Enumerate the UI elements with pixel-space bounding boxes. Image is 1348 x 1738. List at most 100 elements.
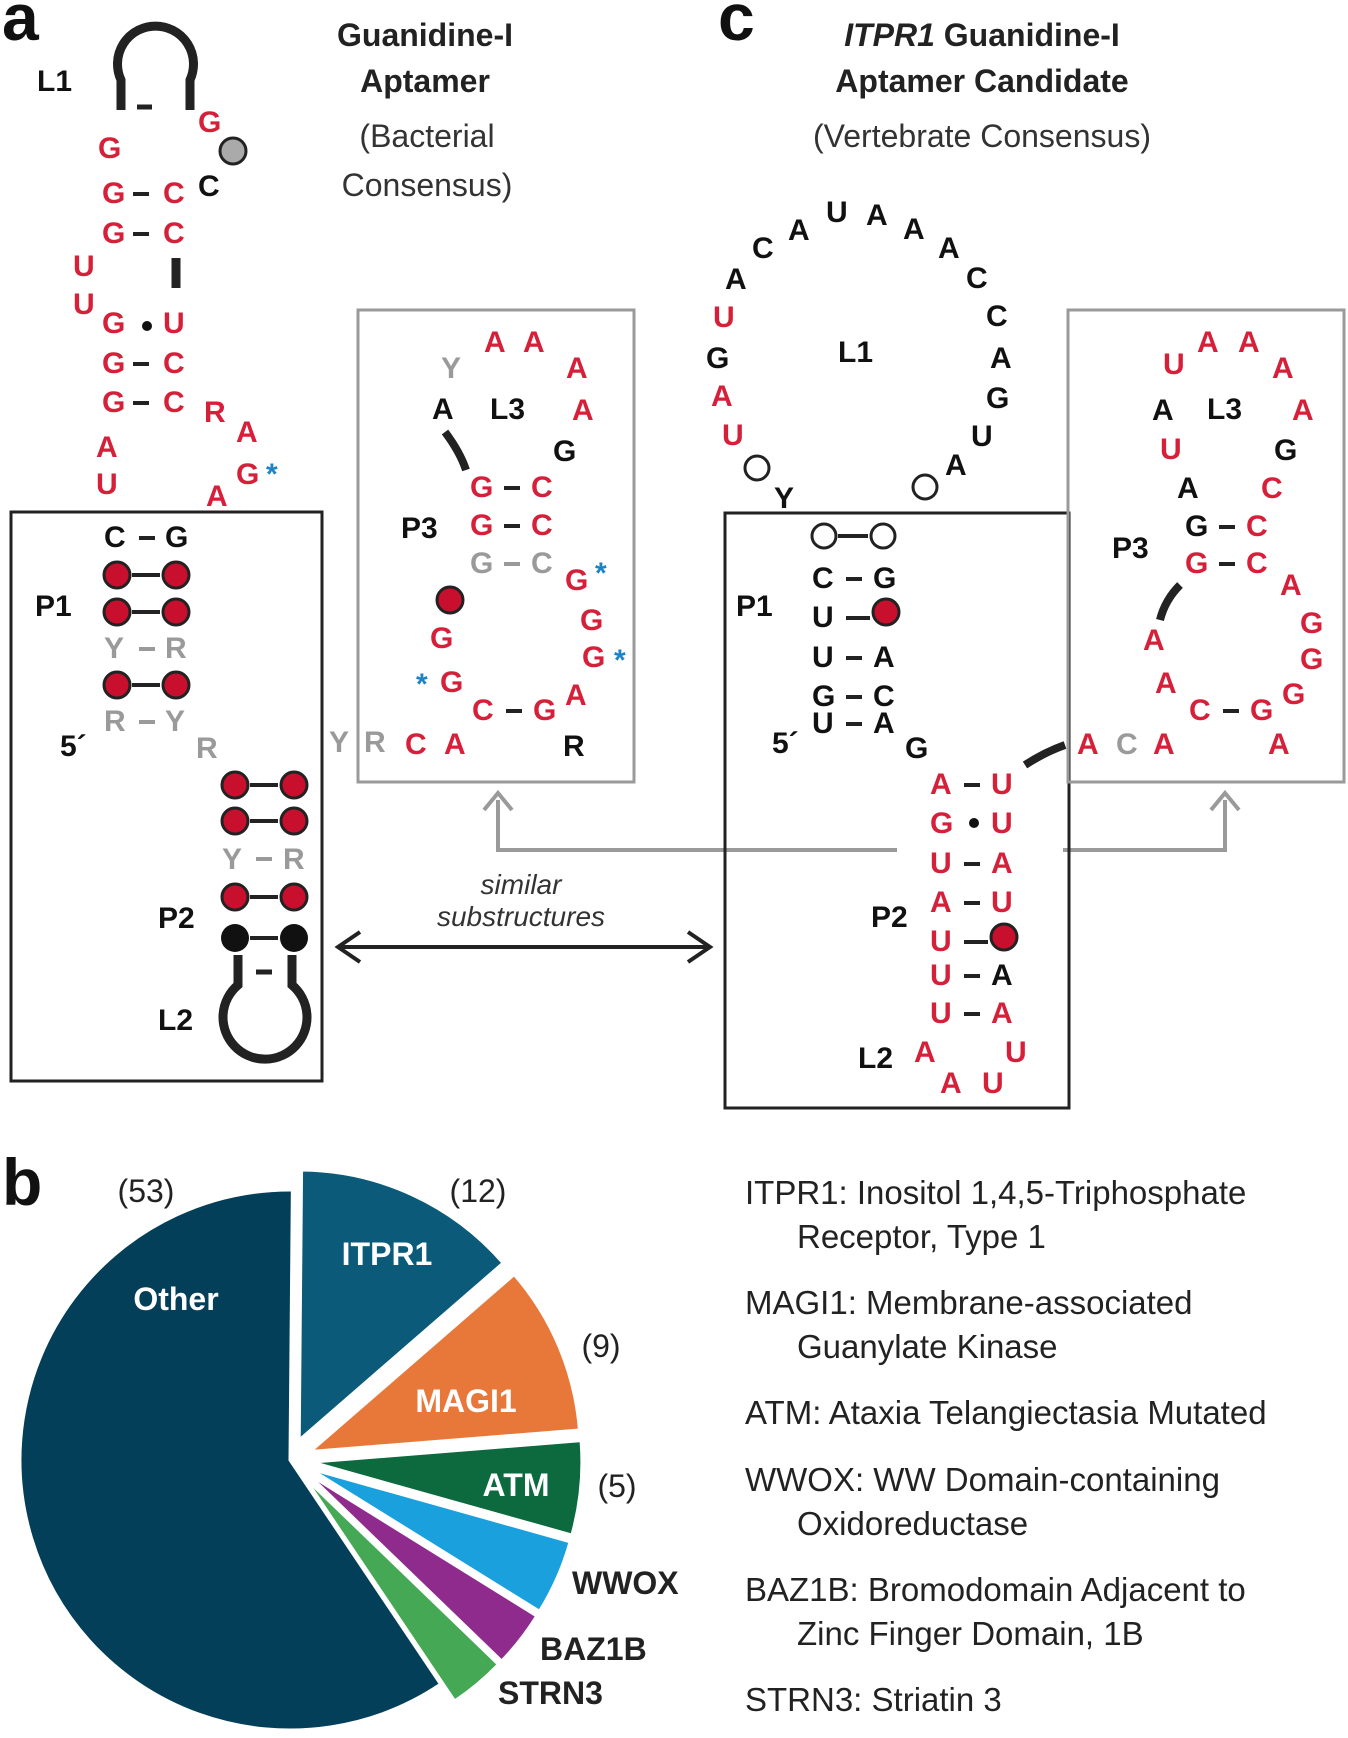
panel-c-title-2: Aptamer Candidate xyxy=(835,63,1128,99)
panel-letter-b: b xyxy=(2,1145,42,1219)
nt: A xyxy=(1155,667,1177,700)
label-l2-c: L2 xyxy=(858,1042,893,1075)
gray-arrow-to-inset-c xyxy=(1063,800,1227,852)
nt: R xyxy=(165,632,187,665)
nt: A xyxy=(866,199,888,232)
nt: U xyxy=(1005,1036,1027,1069)
node-red xyxy=(220,770,250,800)
nt: Y xyxy=(222,843,242,876)
node-open xyxy=(810,522,838,550)
star-mark: * xyxy=(614,644,626,677)
nt: A xyxy=(990,342,1012,375)
legend-baz1b-2: Zinc Finger Domain, 1B xyxy=(797,1615,1144,1652)
nt: C xyxy=(966,262,988,295)
nt: G xyxy=(102,177,125,210)
pie-count-atm: (5) xyxy=(597,1468,636,1504)
node-red xyxy=(102,670,132,700)
node-red xyxy=(220,806,250,836)
nt: G xyxy=(1282,678,1305,711)
nt: U xyxy=(713,301,735,334)
nt: A xyxy=(788,214,810,247)
pie-slice-baz1b xyxy=(306,1472,539,1664)
pie-label-itpr1: ITPR1 xyxy=(342,1236,433,1272)
nt: A xyxy=(914,1036,936,1069)
nt: C xyxy=(812,562,834,595)
nt: A xyxy=(940,1067,962,1100)
nt: A xyxy=(1077,728,1099,761)
wobble-dot xyxy=(969,818,979,828)
loop-l1-a xyxy=(113,21,198,110)
nt: A xyxy=(1238,326,1260,359)
pie-slice-other xyxy=(18,1188,443,1732)
nt: R xyxy=(283,843,305,876)
nt: C xyxy=(163,347,185,380)
nt: C xyxy=(104,521,126,554)
nt: A xyxy=(566,352,588,385)
nt: U xyxy=(1163,348,1185,381)
node-open xyxy=(869,522,897,550)
nt: R xyxy=(563,730,585,763)
nt: Y xyxy=(104,632,124,665)
nt: A xyxy=(96,431,118,464)
nt: G xyxy=(565,564,588,597)
pie-label-wwox: WWOX xyxy=(572,1565,679,1601)
nt: G xyxy=(1185,510,1208,543)
label-p2-c: P2 xyxy=(871,901,908,934)
backbone-link xyxy=(1022,741,1067,769)
nt: G xyxy=(102,347,125,380)
nt: G xyxy=(1300,607,1323,640)
legend-magi1-2: Guanylate Kinase xyxy=(797,1328,1058,1365)
nt: G xyxy=(470,471,493,504)
wobble-dot xyxy=(142,321,152,331)
pie-label-magi1: MAGI1 xyxy=(415,1383,516,1419)
nt: G xyxy=(905,732,928,765)
nt: A xyxy=(991,959,1013,992)
nt: C xyxy=(752,232,774,265)
nt: R xyxy=(104,705,126,738)
panel-a-title-1: Guanidine-I xyxy=(337,17,513,53)
nt: C xyxy=(986,300,1008,333)
nt: A xyxy=(930,886,952,919)
nt: U xyxy=(982,1067,1004,1100)
pie-slice-strn3 xyxy=(302,1475,501,1704)
nt: C xyxy=(873,680,895,713)
nt: G xyxy=(812,680,835,713)
node-red xyxy=(871,597,901,627)
nt: Y xyxy=(441,352,461,385)
nt: G xyxy=(198,106,221,139)
label-p1-c: P1 xyxy=(736,590,773,623)
nt: A xyxy=(1143,624,1165,657)
node-open xyxy=(911,473,939,501)
arrowhead-right xyxy=(686,930,714,964)
loop-l2-a xyxy=(218,955,312,1064)
nt: G xyxy=(1274,434,1297,467)
label-l1-a: L1 xyxy=(37,65,72,98)
legend-itpr1-2: Receptor, Type 1 xyxy=(797,1218,1046,1255)
nt: G xyxy=(430,622,453,655)
nt: A xyxy=(725,263,747,296)
nt: C xyxy=(163,177,185,210)
nt: A xyxy=(938,232,960,265)
nt: G xyxy=(553,435,576,468)
nt: Y xyxy=(329,726,349,759)
nt: G xyxy=(1250,694,1273,727)
node-red xyxy=(161,670,191,700)
nt: A xyxy=(873,641,895,674)
label-l3-a: L3 xyxy=(490,393,525,426)
backbone-link xyxy=(1156,582,1183,622)
nt: A xyxy=(1268,728,1290,761)
nt: G xyxy=(470,547,493,580)
gray-arrow-to-inset-a xyxy=(496,800,897,852)
nt: G xyxy=(440,666,463,699)
nt: G xyxy=(986,382,1009,415)
gray-arrowhead xyxy=(482,789,514,812)
nt: A xyxy=(991,847,1013,880)
nt: C xyxy=(1116,728,1138,761)
panel-a-subtitle-1: (Bacterial xyxy=(359,118,494,154)
pie-count-magi1: (9) xyxy=(581,1328,620,1364)
nt: A xyxy=(945,449,967,482)
nt: A xyxy=(1197,326,1219,359)
nt: U xyxy=(1160,433,1182,466)
label-l1-c: L1 xyxy=(838,336,873,369)
nt: U xyxy=(73,250,95,283)
